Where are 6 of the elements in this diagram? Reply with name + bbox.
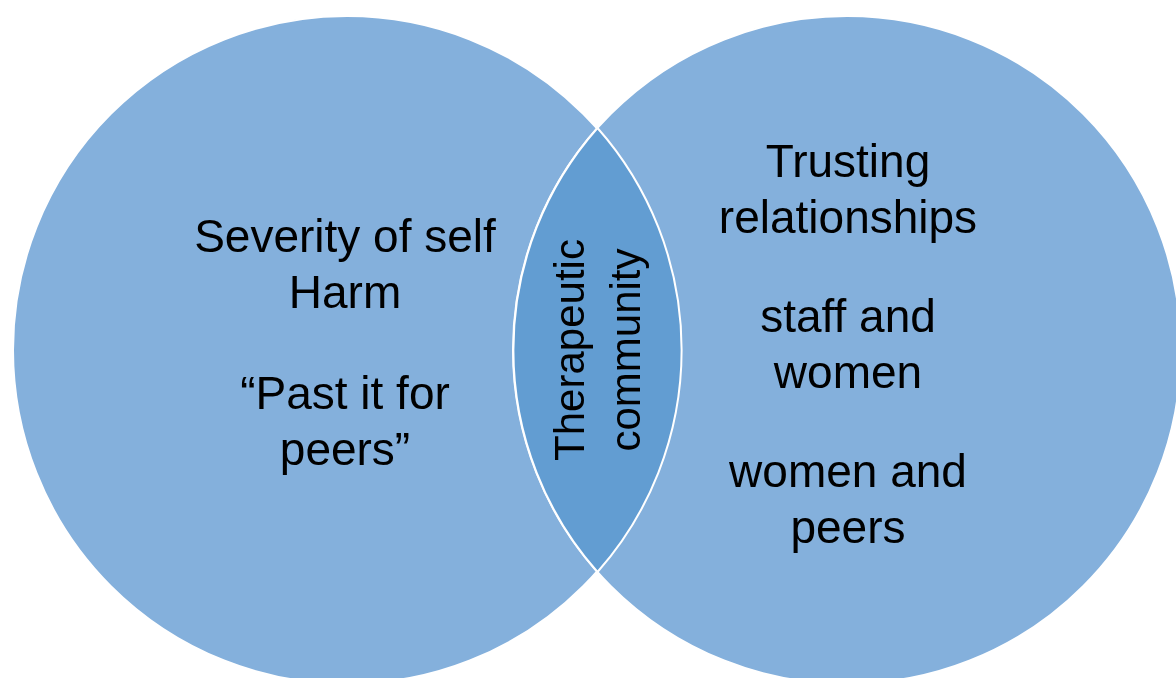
venn-label: women and peers [728,444,968,555]
venn-label: Severity of self Harm [193,209,497,320]
venn-label: “Past it for peers” [239,366,451,477]
venn-label: Trusting relationships [717,134,979,245]
venn-label: staff and women [759,289,937,400]
venn-label: Therapeutic community [544,238,650,463]
